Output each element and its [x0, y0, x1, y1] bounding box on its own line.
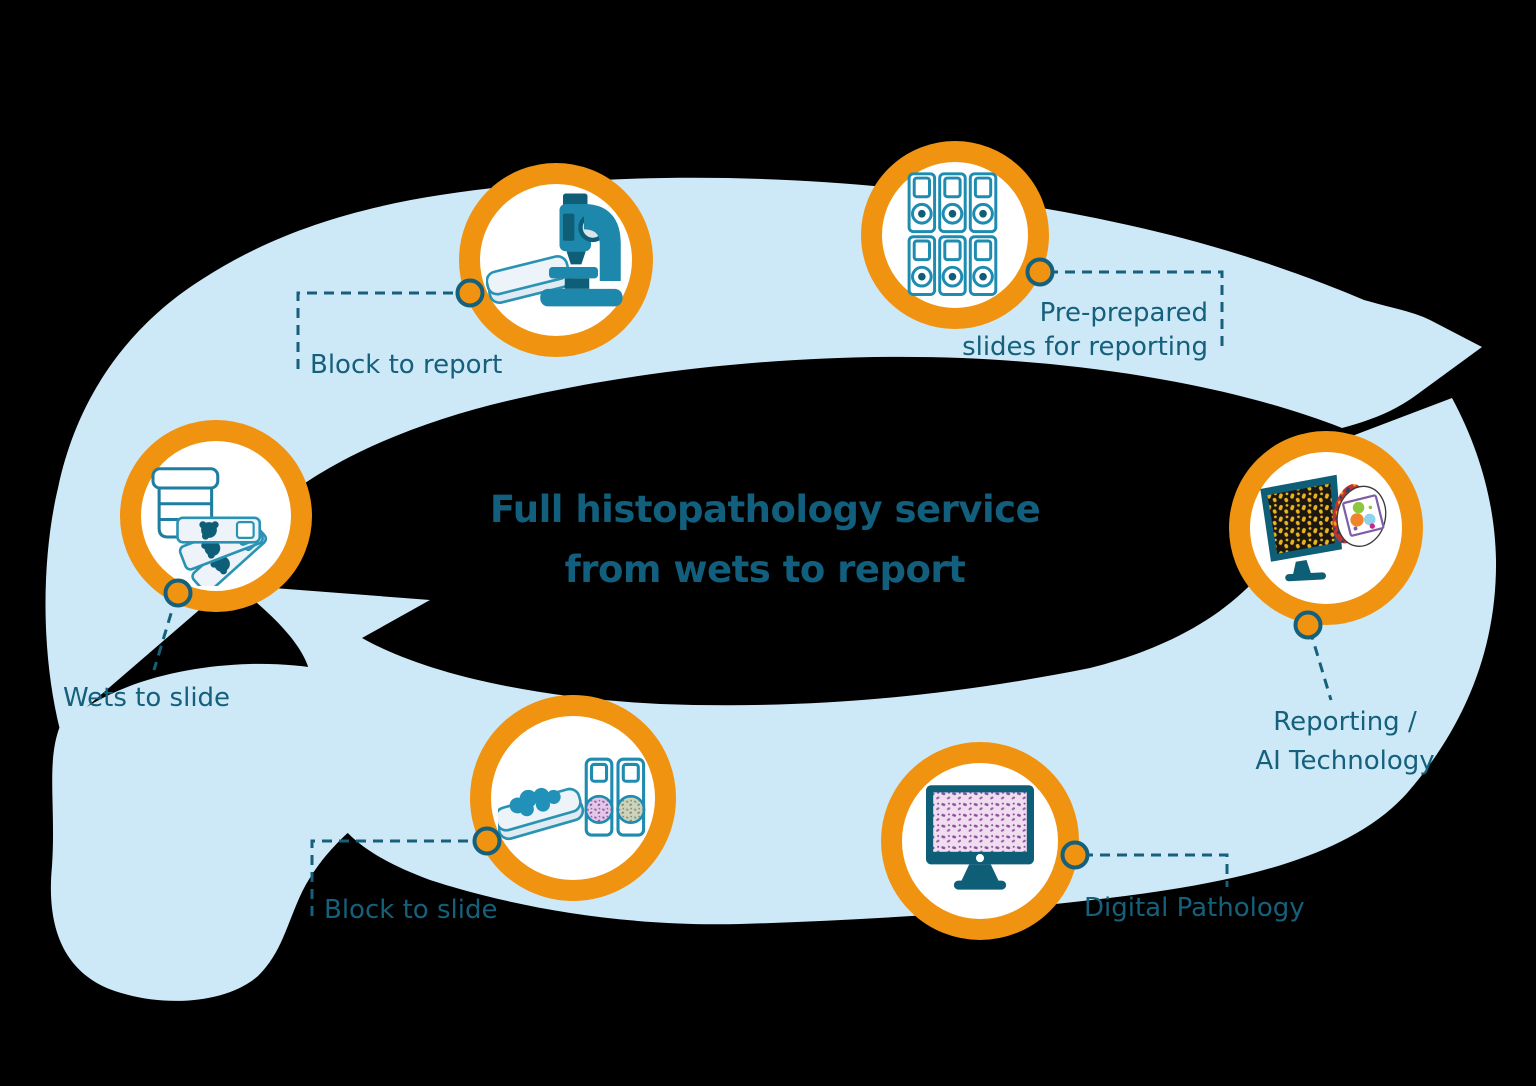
- node-wets-to-slide: [120, 420, 312, 612]
- node-block-to-slide: [470, 695, 676, 901]
- node-reporting-ai: [1229, 431, 1423, 625]
- ai-analysis-monitor-icon: [1260, 474, 1387, 582]
- label-wets-to-slide: Wets to slide: [63, 683, 231, 713]
- diagram-title-line1: Full histopathology service: [489, 488, 1041, 531]
- label-reporting-ai-line2: AI Technology: [1255, 746, 1435, 776]
- cycle-foot-blob: [50, 663, 432, 1001]
- cassette-and-stained-slides-icon: [498, 757, 646, 841]
- label-digital-pathology: Digital Pathology: [1084, 893, 1305, 923]
- label-block-to-report: Block to report: [310, 350, 503, 380]
- label-pre-prepared-line1: Pre-prepared: [1039, 298, 1208, 328]
- diagram-title: Full histopathology service from wets to…: [400, 480, 1130, 600]
- label-reporting-ai-line1: Reporting /: [1273, 707, 1417, 737]
- microscope-and-cassette-icon: [486, 193, 623, 307]
- diagram-title-line2: from wets to report: [564, 548, 966, 591]
- label-block-to-slide: Block to slide: [324, 895, 498, 925]
- node-block-to-report: [459, 163, 653, 357]
- digital-pathology-monitor-icon: [926, 785, 1034, 890]
- slide-archive-rack-icon: [907, 172, 998, 296]
- label-pre-prepared: Pre-prepared slides for reporting: [962, 296, 1208, 364]
- label-reporting-ai: Reporting / AI Technology: [1235, 703, 1455, 781]
- specimen-pot-and-slides-icon: [151, 467, 268, 586]
- node-digital-pathology: [881, 742, 1079, 940]
- label-pre-prepared-line2: slides for reporting: [962, 332, 1208, 362]
